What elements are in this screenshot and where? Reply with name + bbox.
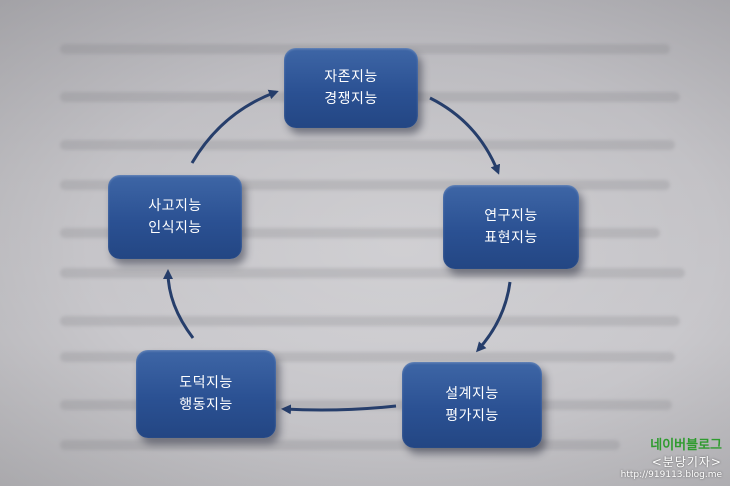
watermark-line2: <분당기자> (651, 455, 722, 469)
watermark-line3: http://919113.blog.me (620, 470, 722, 480)
arrow-bottom-left-to-left (163, 269, 195, 339)
node-left-line1: 사고지능 (148, 198, 202, 214)
node-bottom-left-line1: 도덕지능 (179, 375, 233, 391)
node-top: 자존지능 경쟁지능 (284, 48, 418, 128)
node-right-line1: 연구지능 (484, 208, 538, 224)
node-bottom-right-line1: 설계지능 (445, 386, 499, 402)
node-bottom-right: 설계지능 평가지능 (402, 362, 542, 448)
arrow-left-to-top (190, 89, 279, 164)
node-left: 사고지능 인식지능 (108, 175, 242, 259)
node-left-line2: 인식지능 (148, 220, 202, 236)
node-right: 연구지능 표현지능 (443, 185, 579, 269)
node-bottom-left: 도덕지능 행동지능 (136, 350, 276, 438)
node-right-line2: 표현지능 (484, 230, 538, 246)
node-top-line1: 자존지능 (324, 69, 378, 85)
arrow-bottom-right-to-bottom-left (281, 404, 397, 415)
watermark-line1: 네이버블로그 (650, 438, 722, 453)
node-bottom-right-line2: 평가지능 (445, 408, 499, 424)
blog-watermark: 네이버블로그 <분당기자> http://919113.blog.me (621, 434, 722, 480)
arrow-top-to-right (429, 96, 501, 175)
arrow-right-to-bottom-right (475, 281, 512, 353)
node-top-line2: 경쟁지능 (324, 91, 378, 107)
node-bottom-left-line2: 행동지능 (179, 397, 233, 413)
